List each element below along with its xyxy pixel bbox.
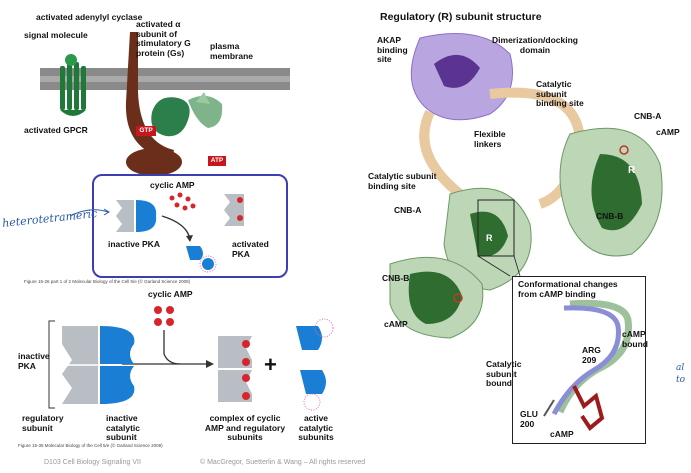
atp-tag: ATP: [208, 156, 226, 166]
footer-copyright: © MacGregor, Suetterlin & Wang – All rig…: [200, 459, 366, 466]
bottom-reaction-arrow: [122, 330, 214, 368]
gtp-tag: GTP: [136, 126, 156, 136]
bracket: [48, 320, 55, 409]
right-panel-title: Regulatory (R) subunit structure: [380, 11, 542, 23]
label-r-left: R: [486, 233, 493, 243]
label-cyclic-amp: cyclic AMP: [150, 180, 195, 190]
label-activated-adenylyl-cyclase: activated adenylyl cyclase: [36, 12, 143, 22]
label-camp-right: cAMP: [656, 127, 680, 137]
label-akap: AKAP binding site: [377, 35, 408, 64]
label-camp-bound: cAMP bound: [622, 329, 648, 349]
activated-catalytic-subunits: [186, 246, 217, 273]
figure-caption-bottom: Figure 15-35 Molecular Biology of the Ce…: [18, 443, 163, 448]
label-alpha-subunit: activated α subunit of stimulatory G pro…: [136, 19, 191, 58]
label-cnb-a-left: CNB-A: [394, 205, 422, 215]
label-cnb-b-right: CNB-B: [596, 211, 624, 221]
activation-arrow: [161, 215, 193, 242]
figure-caption-top: Figure 15-26 part 1 of 2 Molecular Biolo…: [24, 279, 191, 284]
label-dimerization: Dimerization/docking domain: [492, 35, 578, 55]
label-activated-gpcr: activated GPCR: [24, 125, 88, 135]
label-cyclic-amp-bottom: cyclic AMP: [148, 289, 193, 299]
label-catalytic-site-top: Catalytic subunit binding site: [536, 79, 584, 108]
inactive-pka-figure: [116, 200, 157, 232]
label-complex: complex of cyclic AMP and regulatory sub…: [204, 413, 286, 442]
label-camp-inset: cAMP: [550, 429, 574, 439]
handwritten-arrow: [69, 208, 110, 217]
label-cnb-a-right: CNB-A: [634, 111, 662, 121]
label-signal-molecule: signal molecule: [24, 30, 88, 40]
label-arg: ARG 209: [582, 345, 601, 365]
label-activated-pka: activated PKA: [232, 239, 269, 259]
pka-activation-box: [92, 174, 288, 278]
gpcr-receptor: [60, 54, 86, 116]
camp-molecules: [154, 306, 174, 326]
label-inactive-pka-bottom: inactive PKA: [18, 351, 50, 371]
camp-cluster: [169, 192, 196, 211]
regulatory-structure-art: [389, 33, 663, 339]
label-regulatory-subunit: regulatory subunit: [22, 413, 64, 433]
plus-sign: +: [264, 352, 277, 377]
regulatory-camp-complex: [224, 194, 244, 226]
label-catalytic-site-left: Catalytic subunit binding site: [368, 171, 437, 191]
label-inactive-catalytic: inactive catalytic subunit: [106, 413, 141, 442]
label-r-right: R: [628, 165, 636, 176]
footer-course: D103 Cell Biology Signaling VII: [44, 459, 141, 466]
label-camp-left: cAMP: [384, 319, 408, 329]
label-plasma-membrane: plasma membrane: [210, 41, 253, 61]
camp-regulatory-complex: [218, 336, 252, 402]
membrane-stripe: [40, 76, 290, 82]
label-glu: GLU 200: [520, 409, 538, 429]
label-flexible-linkers: Flexible linkers: [474, 129, 506, 149]
label-active-catalytic: active catalytic subunits: [298, 413, 334, 442]
conformational-inset-art: [543, 299, 632, 431]
label-inactive-pka: inactive PKA: [108, 239, 160, 249]
label-cnb-b-left: CNB-B: [382, 273, 410, 283]
label-catalytic-bound: Catalytic subunit bound: [486, 359, 522, 388]
active-catalytic-subunits-bottom: [296, 318, 334, 411]
g-protein: [151, 92, 223, 137]
inactive-pka-tetramer: [62, 326, 135, 404]
handwritten-right: al to: [676, 363, 686, 385]
label-conformational: Conformational changes from cAMP binding: [518, 279, 618, 299]
